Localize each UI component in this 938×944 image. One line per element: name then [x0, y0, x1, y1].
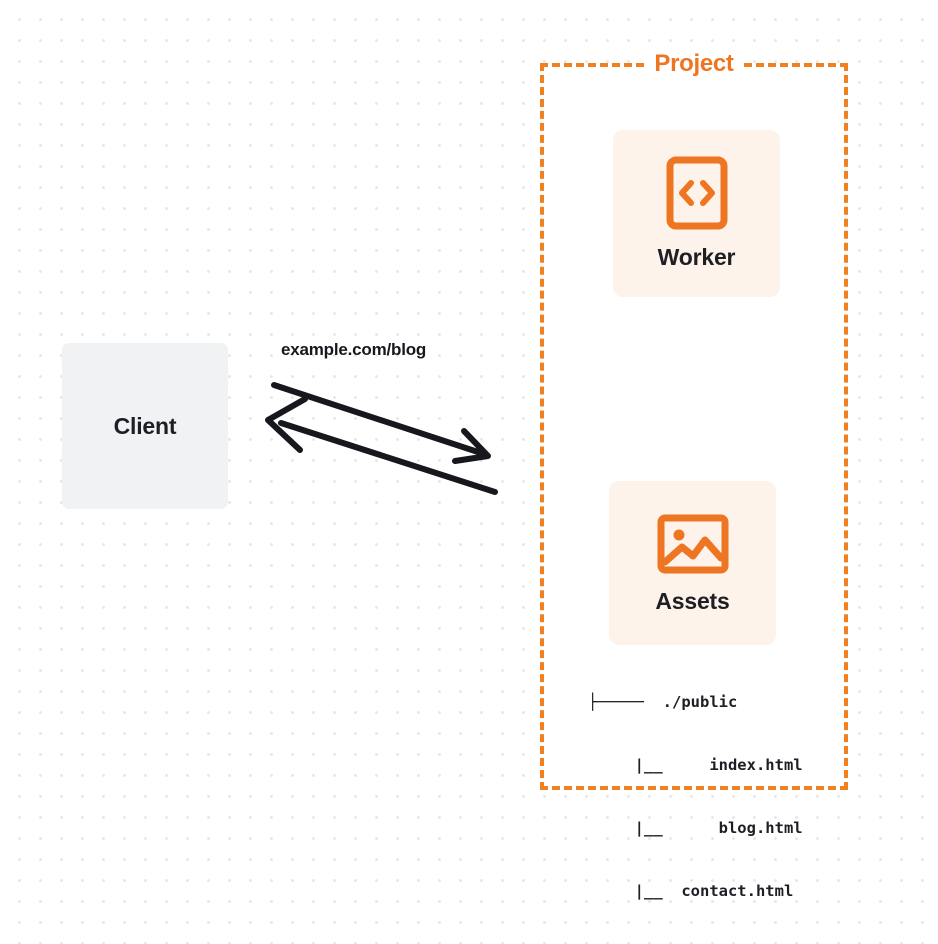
worker-card[interactable]: Worker — [613, 130, 780, 297]
client-node[interactable]: Client — [62, 343, 228, 509]
worker-card-label: Worker — [657, 244, 736, 270]
image-picture-icon — [657, 512, 729, 574]
file-tree-line: |__ index.html — [588, 756, 803, 774]
file-tree-line: |__ blog.html — [588, 819, 803, 837]
file-tree-line: |__ contact.html — [588, 882, 794, 900]
project-title: Project — [540, 50, 848, 78]
assets-card[interactable]: Assets — [609, 481, 776, 645]
assets-card-label: Assets — [655, 587, 730, 614]
code-document-icon — [666, 156, 728, 230]
file-tree-line: ├───── ./public — [588, 693, 738, 711]
diagram-canvas: Client example.com/blog Project Worker — [62, 50, 848, 900]
arrow-right-icon — [271, 382, 491, 464]
assets-file-tree: ├───── ./public |__ index.html |__ blog.… — [588, 650, 803, 944]
project-title-text: Project — [648, 50, 740, 77]
client-node-label: Client — [113, 412, 177, 439]
request-url-label: example.com/blog — [281, 340, 427, 359]
arrow-left-icon — [265, 396, 498, 495]
